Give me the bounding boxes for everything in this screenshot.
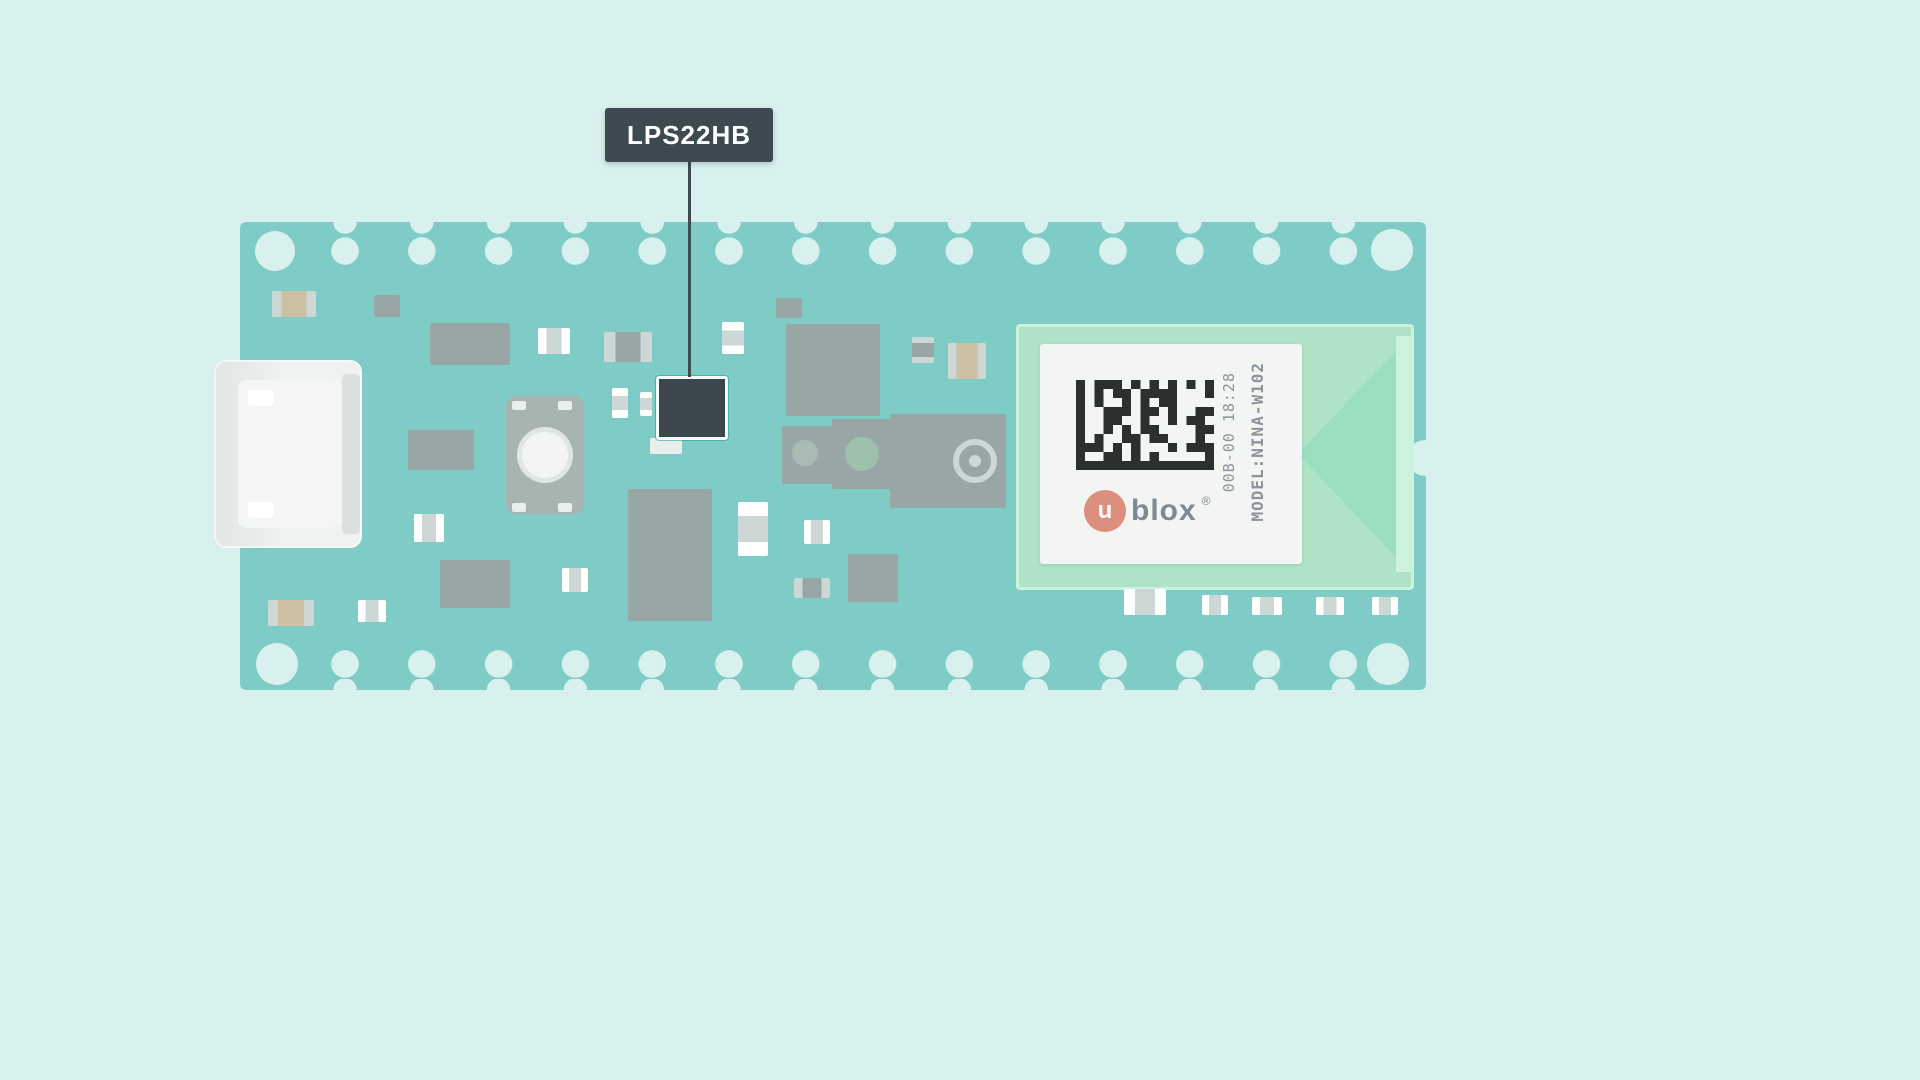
capacitor [738,502,768,556]
mount-hole-bottom-right [1367,643,1409,685]
ic-chip [848,554,898,602]
capacitor [912,337,934,363]
data-matrix-code [1076,380,1214,470]
mount-hole-bottom-left [256,643,298,685]
resistor [268,600,314,626]
registered-mark: ® [1201,494,1211,508]
pin-holes-top [331,237,1358,265]
capacitor [1202,595,1228,615]
button-pad [512,503,526,512]
callout-line [688,162,691,377]
edge-notches-top [333,211,1360,234]
usb-contact-tab [248,502,274,518]
resistor [272,291,316,317]
smd-component [374,295,400,317]
ic-chip [430,323,510,365]
ublox-logo-icon: u [1084,490,1126,532]
ublox-logo: u blox ® [1084,490,1211,532]
capacitor [640,392,652,416]
ublox-logo-text: blox [1131,494,1197,527]
usb-connector-lip [342,374,360,534]
component-label[interactable]: LPS22HB [605,108,773,162]
module-model-text: MODEL:NINA-W102 [1248,362,1267,522]
capacitor [1372,597,1398,615]
chip-ring-mark [953,439,997,483]
antenna-edge-strip [1396,336,1412,572]
capacitor [1316,597,1344,615]
chip-dot-mark [969,455,981,467]
button-pad [558,401,572,410]
edge-notches-bottom [333,679,1360,702]
mount-hole-top-left [255,231,295,271]
capacitor [1252,597,1282,615]
capacitor [538,328,570,354]
lps22hb-chip[interactable] [656,376,728,440]
capacitor [414,514,444,542]
module-serial-text: 00B-00 18:28 [1220,372,1238,493]
smd-component [776,298,802,318]
capacitor [722,322,744,354]
capacitor [358,600,386,622]
resistor [794,578,830,598]
capacitor [650,438,682,454]
capacitor [612,388,628,418]
capacitor [562,568,588,592]
regulator-chip [408,430,474,470]
pin-holes-bottom [331,650,1358,678]
resistor [604,332,652,362]
capacitor [804,520,830,544]
sensor-window [845,437,879,471]
ic-chip [440,560,510,608]
reset-button[interactable] [517,427,573,483]
mount-hole-top-right [1371,229,1413,271]
button-pad [558,503,572,512]
capacitor [1124,589,1166,615]
button-pad [512,401,526,410]
component-label-text: LPS22HB [626,119,752,150]
microphone-port [792,440,818,466]
crystal [948,343,986,379]
usb-contact-tab [248,390,274,406]
ic-chip [786,324,880,416]
ic-chip [628,489,712,621]
